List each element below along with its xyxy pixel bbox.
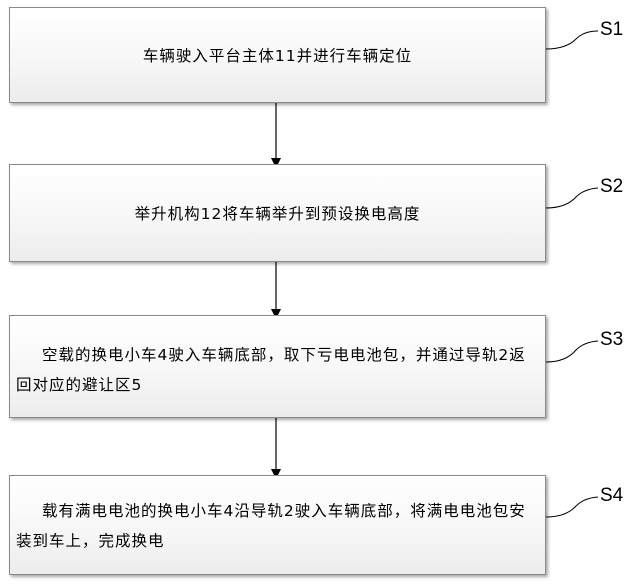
step-label-s2: S2 bbox=[600, 176, 624, 197]
step-text-s1: 车辆驶入平台主体11并进行车辆定位 bbox=[142, 47, 413, 65]
step-label-s4: S4 bbox=[600, 485, 624, 506]
step-box-s3: 空载的换电小车4驶入车辆底部，取下亏电电池包，并通过导轨2返回对应的避让区5 bbox=[9, 315, 546, 418]
step-box-s4: 载有满电电池的换电小车4沿导轨2驶入车辆底部，将满电电池包安装到车上，完成换电 bbox=[9, 475, 546, 575]
step-label-s1: S1 bbox=[600, 19, 624, 40]
step-box-s2: 举升机构12将车辆举升到预设换电高度 bbox=[9, 164, 546, 262]
leader-line-s4 bbox=[545, 496, 599, 518]
leader-line-s2 bbox=[545, 187, 599, 209]
step-box-s1: 车辆驶入平台主体11并进行车辆定位 bbox=[9, 7, 546, 103]
step-label-s3: S3 bbox=[600, 329, 624, 350]
step-text-s4: 载有满电电池的换电小车4沿导轨2驶入车辆底部，将满电电池包安装到车上，完成换电 bbox=[16, 502, 526, 550]
leader-line-s1 bbox=[545, 30, 599, 50]
step-text-s3: 空载的换电小车4驶入车辆底部，取下亏电电池包，并通过导轨2返回对应的避让区5 bbox=[16, 346, 526, 394]
step-text-s2: 举升机构12将车辆举升到预设换电高度 bbox=[134, 205, 421, 223]
leader-line-s3 bbox=[545, 340, 599, 363]
